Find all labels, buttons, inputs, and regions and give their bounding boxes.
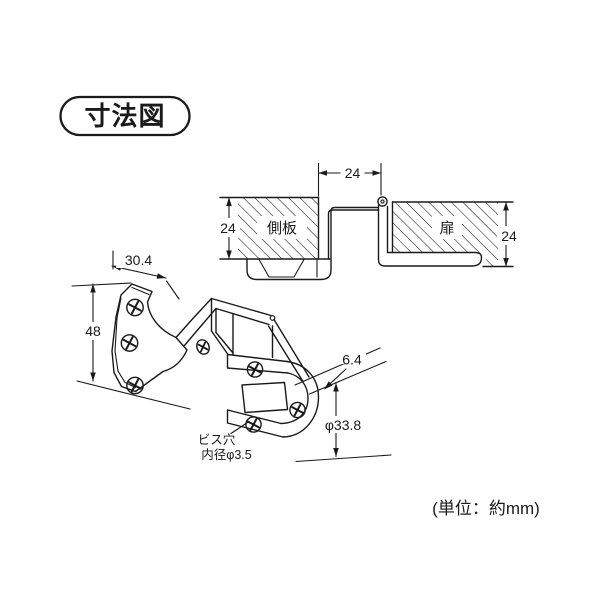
hinge-arm-elbow-face [210,297,217,334]
gap-arrow-left [318,170,327,176]
ring-extension-line [295,454,392,463]
bracket-ring-inner-curve [280,372,309,425]
hinge-arm-inner-line [327,209,379,260]
screw-hole-note-line2: 内径φ3.5 [201,448,252,462]
title-badge-label: 寸法図 [84,101,165,131]
unit-note: (単位：約mm) [432,499,540,518]
plate-height-label: 48 [85,323,101,339]
title-badge: 寸法図 [59,95,191,137]
strap-thickness-label: 6.4 [342,352,362,368]
hinge-bracket-web-edges [232,313,274,359]
plate-height-arrow-bottom [90,372,96,381]
hinge-cup-detail [258,258,305,278]
title-badge-outline [59,95,191,137]
pivot-pin-center [380,199,385,204]
phillips-screw-icon [246,361,264,378]
door-bracket-outline [377,204,483,267]
gap-dimension-label: 24 [345,165,361,181]
side-panel-arrow-top [226,197,232,206]
phillips-screw-icon [245,416,262,433]
ring-diameter-label: φ33.8 [325,417,362,433]
ring-arrow-bottom [333,448,339,457]
strap-arrow [324,381,333,390]
plate-height-arrow-top [90,284,96,293]
ring-arrow-top [333,383,339,392]
cross-section-view: 24 24 24 側板 扉 [216,162,521,281]
pivot-pin [377,196,388,207]
screw-hole-note-line1: ビス穴 [198,432,236,447]
side-panel-label: 側板 [267,219,297,237]
plate-height-extension-lines [71,282,191,410]
door-arrow-bottom [503,258,509,267]
hinge-isometric-view: 30.4 48 6.4 φ33.8 ビス穴 内径φ3.5 [71,250,392,463]
hinge-arm-to-bracket [210,330,234,356]
phillips-screw-icon [126,376,144,395]
gap-arrow-right [372,170,381,176]
gap-extension-lines [317,162,382,197]
hinge-plate-bevel-top [131,286,150,296]
plate-width-arrow-right [156,273,166,279]
door-arrow-top [503,202,509,211]
door-thickness-label: 24 [501,228,517,244]
phillips-screw-icon [289,401,306,419]
hinge-cup-outline [246,206,379,281]
screw-hole-leader [230,420,250,435]
phillips-screw-icon [126,298,144,317]
phillips-screw-icon [120,334,139,352]
bracket-opening [241,381,289,414]
hinge-plate-outline [111,283,188,393]
bracket-ring-outer-curve [282,360,320,438]
phillips-screw-icon [196,339,210,355]
side-panel-thickness-label: 24 [220,220,236,236]
plate-width-label: 30.4 [125,252,152,268]
door-label: 扉 [439,220,454,237]
side-panel-arrow-bottom [226,250,232,259]
